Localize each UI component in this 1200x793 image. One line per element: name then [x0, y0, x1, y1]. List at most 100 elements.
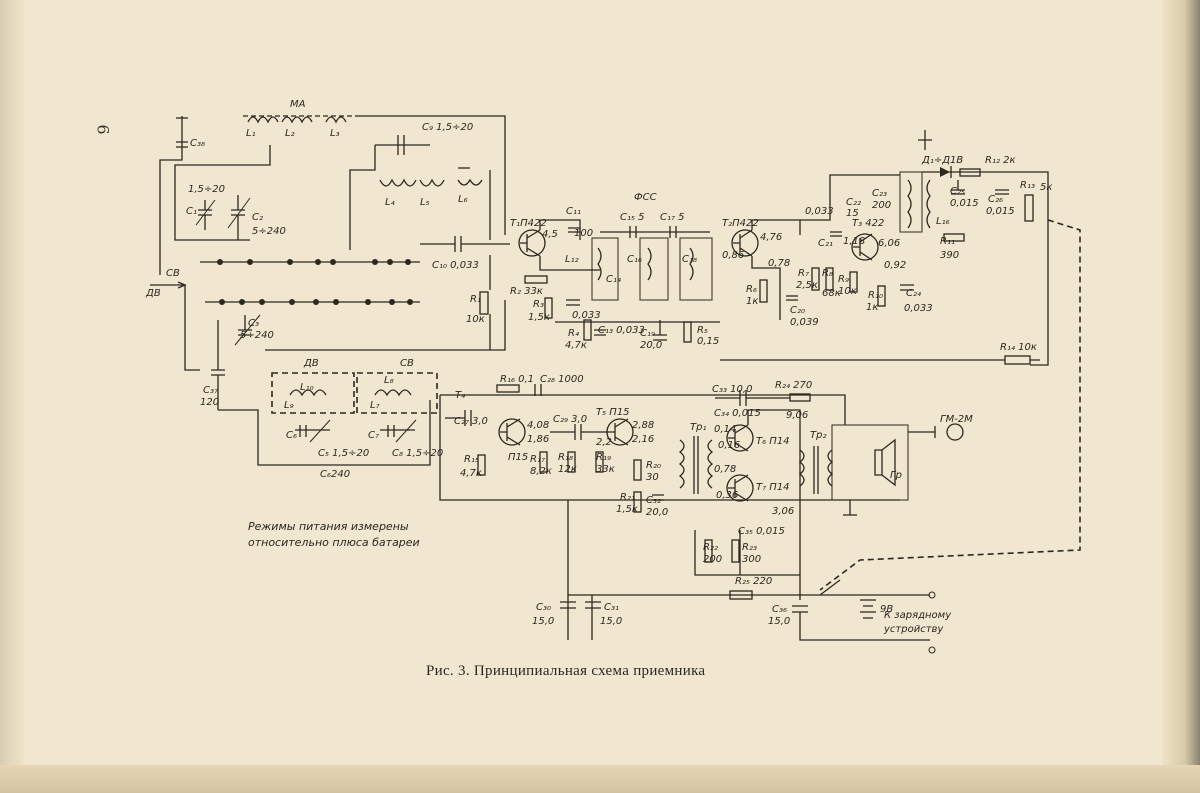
label-tr2: Tp₂: [810, 430, 826, 441]
resistor-r8: [825, 267, 834, 291]
coil-l15: [907, 179, 912, 229]
label-r1: R₁: [470, 294, 481, 305]
label-r24: R₂₄ 270: [775, 380, 812, 391]
resistor-r16: [496, 384, 520, 393]
cap-c2: [231, 195, 245, 240]
contact-17: [389, 299, 395, 305]
label-r13v: 5к: [1040, 182, 1052, 193]
cap-c9: [397, 135, 405, 155]
t7-leads: [728, 474, 749, 502]
label-c2: C₂: [252, 212, 263, 223]
supply-note: Режимы питания измерены относительно плю…: [248, 519, 420, 551]
resistor-r20: [633, 459, 642, 481]
label-r12: R₁₂ 2к: [985, 155, 1016, 166]
label-c11: C₁₁: [566, 206, 581, 217]
label-v11: 9,06: [786, 410, 808, 421]
wire-l1-feed: [174, 145, 271, 241]
label-c37v: 120: [200, 397, 219, 408]
contact-10: [219, 299, 225, 305]
contact-13: [289, 299, 295, 305]
speaker-icon: [874, 438, 896, 487]
contact-18: [407, 299, 413, 305]
contact-8: [387, 259, 393, 265]
wire-t2-collector: [751, 219, 801, 235]
label-c37: C₃₇: [203, 385, 218, 396]
figure-caption: Рис. 3. Принципиальная схема приемника: [426, 663, 706, 679]
tp2-secondary: [827, 449, 834, 487]
tp1-primary: [678, 439, 685, 489]
antenna-terminal: [176, 116, 188, 128]
wire-output-bus: [747, 409, 801, 600]
label-dv-top: ДВ: [145, 288, 161, 299]
label-r10v: 1к: [866, 302, 878, 313]
resistor-r1: [479, 291, 489, 315]
next-page-edge: [0, 765, 1200, 793]
label-dv-box: ДВ: [303, 358, 319, 369]
contact-15: [333, 299, 339, 305]
label-v10: 2,16: [632, 434, 654, 445]
input-section: МА L₁ L₂ L₃ C₃₈ 1,5÷20 C₁ C₂ 5÷240 C₉ 1,…: [145, 99, 510, 466]
label-r4v: 4,7к: [565, 340, 587, 351]
label-v3: 0,78: [768, 258, 790, 269]
wire-left-vertical: [159, 128, 183, 275]
label-c13: C₁₃ 0,033: [598, 325, 645, 336]
t3-leads: [853, 233, 873, 261]
transistor-t1: [518, 229, 546, 257]
cap-c1-arrow: [195, 199, 216, 226]
coil-l4: [379, 178, 417, 187]
label-r6v: 1к: [746, 296, 758, 307]
wire-battery-minus: [799, 612, 930, 641]
label-c31v: 15,0: [600, 616, 622, 627]
label-c15: C₁₅ 5: [620, 212, 645, 223]
resistor-r6: [759, 279, 768, 303]
t4-leads: [500, 418, 521, 446]
label-c10: C₁₀ 0,033: [432, 260, 479, 271]
label-c25: C₂₅: [950, 186, 965, 197]
wire-audio-top: [440, 394, 846, 425]
resistor-r23: [731, 539, 740, 563]
label-r15: R₁₅: [464, 454, 479, 465]
label-c1v: 1,5÷20: [188, 184, 225, 195]
label-c21v-top: 0,033: [805, 206, 834, 217]
wire-band-switch: [150, 284, 200, 371]
cap-c37: [211, 320, 225, 410]
cap-c28: [534, 384, 542, 396]
cap-c2-arrow: [227, 197, 251, 229]
label-t3: T₃ 422: [852, 218, 884, 229]
coil-l8: [374, 389, 412, 397]
battery-icon: [860, 599, 876, 619]
label-sv-box: СВ: [400, 358, 414, 369]
resistor-r10: [877, 285, 886, 307]
label-c35: C₃₅ 0,015: [738, 526, 785, 537]
label-c19v: 20,0: [640, 340, 662, 351]
ground-mark: [918, 130, 932, 150]
cap-c8-arrow: [395, 419, 417, 443]
resistor-r19: [595, 451, 604, 473]
power-switch: [819, 579, 841, 596]
label-r19v: 33к: [596, 464, 615, 475]
wire-detector-out: [922, 171, 1049, 366]
charger-terminal-1: [928, 591, 936, 599]
label-battery: 9В: [880, 604, 893, 615]
label-r9v: 10к: [838, 286, 857, 297]
label-c26v: 0,015: [986, 206, 1015, 217]
label-r4: R₄: [568, 328, 579, 339]
sv-coil-box: [356, 372, 438, 414]
label-r25: R₂₅ 220: [735, 576, 772, 587]
wire-t2-emitter: [751, 256, 781, 320]
cap-c17: [669, 226, 677, 238]
resistor-r12: [959, 168, 981, 177]
label-l5: L₅: [420, 197, 430, 208]
label-r22: R₂₂: [703, 542, 718, 553]
tp1-core: [693, 436, 699, 494]
label-r11v: 390: [940, 250, 959, 261]
label-charger1: К зарядному: [884, 610, 952, 621]
resistor-r14: [1004, 355, 1031, 365]
charger-terminal-2: [928, 646, 936, 654]
label-c33: C₃₃ 10,0: [712, 384, 752, 395]
dv-coil-box: [271, 372, 355, 414]
label-c22: C₂₂: [846, 197, 861, 208]
note-line-2: относительно плюса батареи: [248, 536, 420, 549]
cap-c13: [594, 329, 606, 336]
label-c32: C₃₂: [646, 495, 661, 506]
